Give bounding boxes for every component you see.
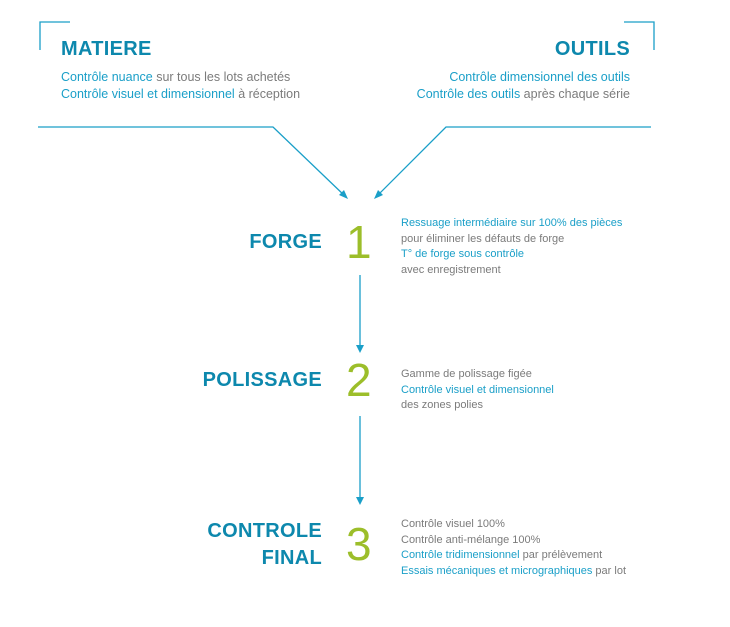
detail-text: Contrôle visuel 100%: [401, 518, 505, 530]
detail-highlight: Contrôle visuel et dimensionnel: [401, 383, 554, 396]
detail-text: Gamme de polissage figée: [401, 368, 532, 380]
step-3-detail-line: Contrôle visuel 100%: [401, 517, 626, 533]
outils-line-highlight: Contrôle dimensionnel des outils: [449, 70, 630, 84]
outils-connector: [375, 126, 651, 198]
matiere-line-text: sur tous les lots achetés: [152, 70, 291, 84]
detail-text: des zones polies: [401, 399, 483, 411]
detail-highlight: Ressuage intermédiaire sur 100% des pièc…: [401, 217, 623, 229]
step-1-details: Ressuage intermédiaire sur 100% des pièc…: [401, 216, 622, 278]
matiere-connector: [38, 126, 347, 198]
detail-text: Contrôle anti-mélange 100%: [401, 533, 541, 546]
detail-text: pour éliminer les défauts de forge: [401, 232, 565, 245]
outils-block: OUTILS Contrôle dimensionnel des outils …: [417, 38, 630, 103]
detail-text: avec enregistrement: [401, 263, 501, 276]
step-1-detail-line: avec enregistrement: [401, 263, 622, 279]
matiere-line-highlight: Contrôle visuel et dimensionnel: [61, 87, 235, 101]
detail-highlight: T° de forge sous contrôle: [401, 248, 525, 260]
step-3-details: Contrôle visuel 100% Contrôle anti-mélan…: [401, 517, 626, 579]
outils-line-text: après chaque série: [520, 87, 630, 101]
matiere-line: Contrôle visuel et dimensionnel à récept…: [61, 86, 300, 103]
matiere-line-highlight: Contrôle nuance: [61, 70, 153, 84]
step-3-title-line: FINAL: [261, 547, 322, 569]
step-3-title-line: CONTROLE: [207, 520, 322, 542]
matiere-block: MATIERE Contrôle nuance sur tous les lot…: [61, 38, 300, 103]
matiere-title: MATIERE: [61, 38, 152, 60]
step-2-detail-line: Contrôle visuel et dimensionnel: [401, 383, 554, 399]
arrowhead-left: [339, 190, 348, 199]
outils-title: OUTILS: [554, 38, 630, 60]
step-3-detail-line: Essais mécaniques et micrographiques par…: [401, 564, 626, 580]
step-1-detail-line: pour éliminer les défauts de forge: [401, 232, 622, 248]
step-1-detail-line: Ressuage intermédiaire sur 100% des pièc…: [401, 216, 622, 232]
arrowhead-step2: [356, 345, 364, 353]
step-1-title: FORGE: [249, 229, 322, 256]
outils-line: Contrôle des outils après chaque série: [417, 86, 630, 103]
step-3-title: CONTROLE FINAL: [207, 518, 322, 572]
step-3-detail-line: Contrôle anti-mélange 100%: [401, 533, 626, 549]
step-3-detail-line: Contrôle tridimensionnel par prélèvement: [401, 548, 626, 564]
detail-highlight: Essais mécaniques et micrographiques: [401, 564, 593, 577]
step-1-detail-line: T° de forge sous contrôle: [401, 247, 622, 263]
step-2-details: Gamme de polissage figée Contrôle visuel…: [401, 367, 554, 414]
matiere-line: Contrôle nuance sur tous les lots acheté…: [61, 69, 300, 86]
step-2-title-line: POLISSAGE: [202, 369, 322, 391]
detail-text: par lot: [592, 564, 627, 577]
outils-bracket: [624, 21, 655, 50]
step-1-title-line: FORGE: [249, 231, 322, 253]
arrowhead-right: [374, 190, 383, 199]
step-2-title: POLISSAGE: [203, 367, 322, 394]
step-2-detail-line: des zones polies: [401, 398, 554, 414]
step-2-number: 2: [346, 354, 372, 406]
detail-text: par prélèvement: [519, 549, 603, 561]
detail-highlight: Contrôle tridimensionnel: [401, 549, 520, 561]
outils-line: Contrôle dimensionnel des outils: [417, 69, 630, 86]
step-2-detail-line: Gamme de polissage figée: [401, 367, 554, 383]
matiere-bracket: [39, 21, 70, 50]
outils-line-highlight: Contrôle des outils: [416, 87, 521, 101]
matiere-line-text: à réception: [234, 87, 301, 101]
step-3-number: 3: [346, 518, 372, 570]
arrowhead-step3: [356, 497, 364, 505]
step-1-number: 1: [346, 216, 372, 268]
